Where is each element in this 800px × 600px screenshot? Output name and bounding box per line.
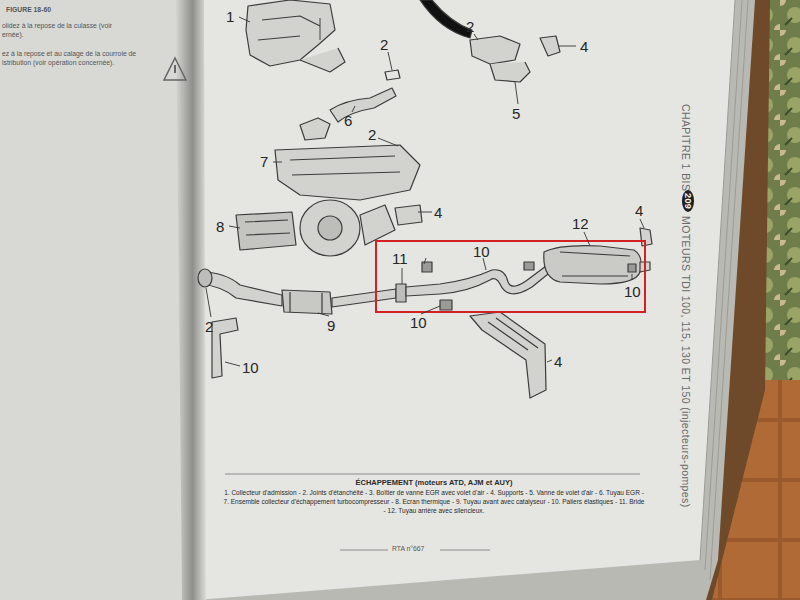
exhaust-illustration-part [422,262,432,272]
callout-number: 2 [205,318,213,335]
footer-ref: RTA n°667 [392,545,424,553]
exhaust-illustration-part [360,205,395,245]
leader-lines-part [229,226,240,228]
callout-number: 7 [260,153,268,170]
page-number: 209 [682,190,694,212]
exhaust-illustration-part [318,216,342,240]
exhaust-illustration-part [212,318,238,378]
exhaust-illustration-part [300,118,330,140]
figure-ref: FIGURE 18-60 [6,6,51,14]
callout-number: 4 [554,353,562,370]
background-part [188,0,735,600]
warning-icon [164,58,186,80]
callout-number: 4 [580,38,588,55]
exhaust-illustration-part [524,262,534,270]
callout-number: 8 [216,218,224,235]
leader-lines-part [584,232,590,246]
leader-lines-part [515,82,518,104]
leader-lines-part [318,313,329,316]
background-part [700,0,748,580]
callout-number: 2 [368,126,376,143]
callout-number: 10 [624,283,641,300]
leader-lines-part [402,268,403,284]
leader-lines-part [388,52,392,70]
leader-lines-part [273,162,282,163]
exhaust-illustration-part [540,36,560,56]
figure-caption: 1. Collecteur d'admission - 2. Joints d'… [222,489,646,515]
leader-lines-part [378,138,398,146]
callout-number: 11 [392,250,408,267]
background-part [176,0,206,600]
page-text: ez à la repose et au calage de la courro… [2,50,136,58]
red-highlight-frame [376,241,645,312]
exhaust-illustration-part [236,212,296,250]
exhaust-illustration-part [440,300,452,310]
page-text: istribution (voir opération concernée). [2,59,114,67]
leader-lines-part [320,18,321,40]
exhaust-illustration-part [396,284,406,302]
exhaust-illustration [198,0,652,398]
leader-lines-part [418,212,432,213]
leader-lines-part [239,17,250,22]
exhaust-illustration-part [275,145,420,200]
exhaust-illustration-part [470,36,520,64]
exhaust-illustration-part [330,88,396,122]
callout-number: 9 [327,317,335,334]
exhaust-illustration-part [198,269,212,287]
leader-lines-part [424,258,426,264]
exhaust-illustration-part [258,16,320,40]
red-highlight-frame-part [376,241,645,312]
callout-number: 6 [344,112,352,129]
exhaust-illustration-part [560,252,630,276]
warning-icon-part [174,65,176,73]
exhaust-illustration-part [395,205,422,225]
callout-number: 5 [512,105,520,122]
callout-number: 10 [410,314,427,331]
exhaust-illustration-part [420,0,472,38]
exhaust-illustration-part [544,246,641,284]
figure-title: ÉCHAPPEMENT (moteurs ATD, AJM et AUY) [222,478,646,488]
exhaust-illustration-part [300,200,360,256]
page-text: olidez à la repose de la culasse (voir [2,22,112,30]
leader-lines-part [558,46,576,47]
callout-number: 2 [380,36,388,53]
leader-lines [206,17,644,366]
running-title: MOTEURS TDI 100, 115, 130 ET 150 (inject… [680,216,692,508]
exhaust-illustration-part [332,289,396,307]
chapter-heading: CHAPITRE 1 BIS [680,104,692,191]
leader-lines-part [206,288,211,317]
callout-number: 2 [466,18,474,35]
callout-number: 4 [635,202,643,219]
leader-lines-part [474,34,478,40]
exhaust-illustration-part [245,220,290,235]
callout-number: 4 [434,204,442,221]
footer-rules-part [225,474,640,475]
leader-lines-part [632,274,633,280]
exhaust-illustration-part [290,292,322,313]
leader-lines-part [352,106,355,112]
callout-number: 12 [572,215,589,232]
background-part [188,0,755,600]
exhaust-illustration-part [470,312,546,398]
exhaust-illustration-part [490,62,530,82]
warning-icon-part [164,58,186,80]
page-text: ernée). [2,31,24,39]
leader-lines-part [225,362,240,366]
callout-number: 10 [242,359,259,376]
exhaust-illustration-part [300,48,345,72]
leader-lines-part [640,219,644,228]
exhaust-illustration-part [488,318,538,350]
exhaust-illustration-part [385,70,400,80]
exhaust-illustration-part [628,264,636,272]
leader-lines-part [547,360,552,362]
callout-number: 10 [473,243,490,260]
exhaust-illustration-part [282,290,332,314]
exhaust-illustration-part [290,156,400,175]
callout-number: 1 [226,8,234,25]
background-part [0,0,196,600]
leader-lines-part [421,306,440,314]
